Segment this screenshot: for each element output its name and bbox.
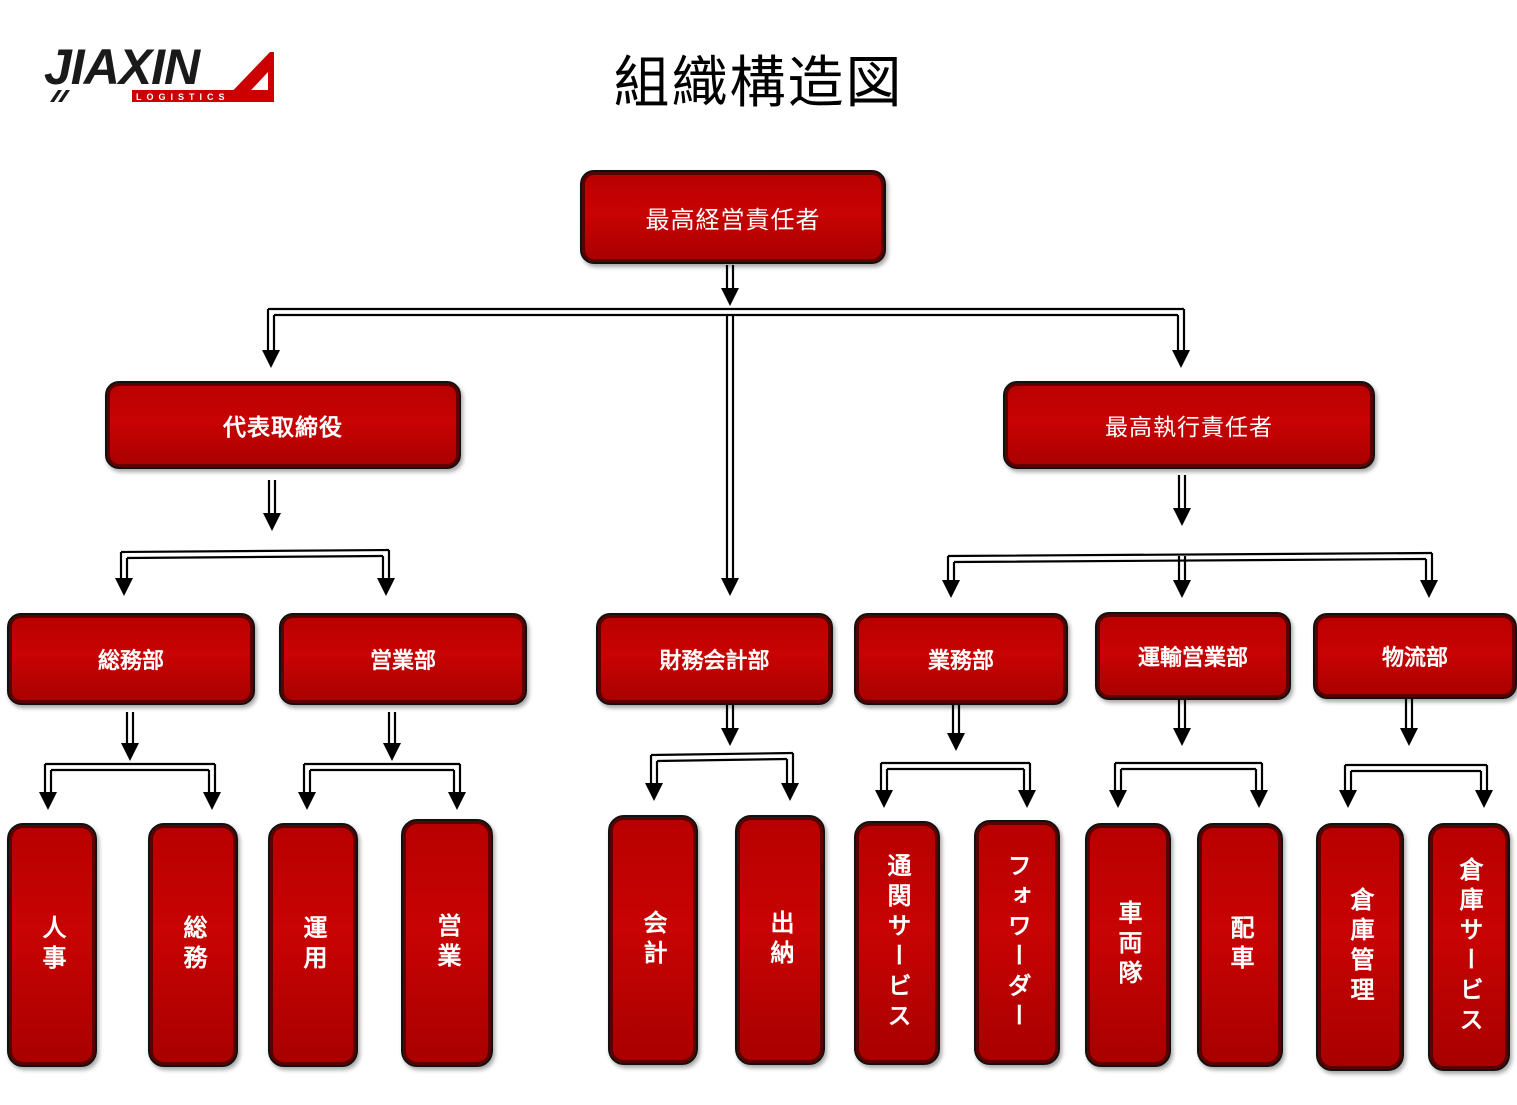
node-customs-service: 通関サービス — [854, 821, 940, 1065]
node-coo: 最高執行責任者 — [1003, 381, 1375, 469]
node-operations-dept: 業務部 — [854, 613, 1068, 705]
node-rep-director: 代表取締役 — [105, 381, 461, 469]
node-general-affairs-dept: 総務部 — [7, 613, 255, 705]
node-accounting: 会計 — [608, 815, 698, 1065]
node-warehouse-mgmt: 倉庫管理 — [1316, 823, 1404, 1071]
node-warehouse-service: 倉庫サービス — [1428, 823, 1510, 1071]
node-operation: 運用 — [268, 823, 358, 1067]
node-transport-sales-dept: 運輸営業部 — [1095, 612, 1291, 700]
node-sales-dept: 営業部 — [279, 613, 527, 705]
logo-wordmark: JIAXIN — [44, 39, 200, 95]
node-general-affairs: 総務 — [148, 823, 238, 1067]
node-ceo: 最高経営責任者 — [580, 170, 886, 264]
node-hr: 人事 — [7, 823, 97, 1067]
logo-subtitle: LOGISTICS — [136, 92, 230, 102]
company-logo: JIAXIN LOGISTICS — [44, 39, 276, 110]
node-sales: 営業 — [401, 819, 493, 1067]
node-forwarder: フォワーダー — [974, 820, 1060, 1065]
node-finance-dept: 財務会計部 — [596, 613, 833, 705]
page-title: 組織構造図 — [613, 51, 904, 116]
logo-wing-icon — [50, 52, 274, 102]
node-cashier: 出納 — [735, 815, 825, 1065]
node-logistics-dept: 物流部 — [1313, 613, 1517, 699]
node-fleet: 車両隊 — [1085, 823, 1171, 1067]
node-dispatch: 配車 — [1197, 823, 1283, 1067]
